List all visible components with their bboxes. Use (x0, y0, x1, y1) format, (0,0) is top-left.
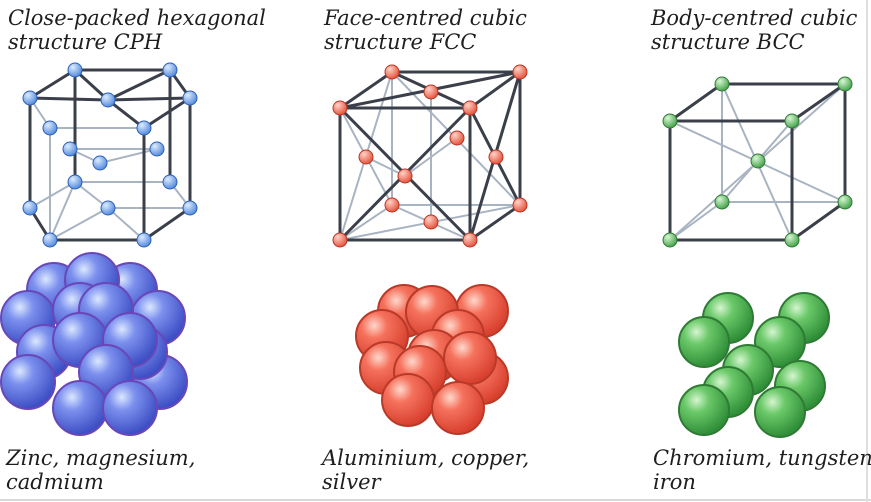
fcc-atom (384, 64, 400, 80)
cph-atom (100, 92, 116, 108)
fcc-lattice (332, 64, 528, 248)
cph-atom (92, 155, 108, 171)
bcc-atom (837, 194, 853, 210)
cph-atom (42, 232, 58, 248)
bcc-lattice (662, 76, 853, 248)
fcc-atom (512, 64, 528, 80)
fcc-atom (358, 149, 374, 165)
bcc-atom (714, 76, 730, 92)
fcc-sphere-packing (355, 284, 509, 435)
fcc-atom (332, 100, 348, 116)
bcc-atom (662, 232, 678, 248)
fcc-metals: Aluminium, copper, silver (322, 446, 530, 494)
fcc-atom (512, 197, 528, 213)
cph-atom (67, 174, 83, 190)
cph-atom (100, 200, 116, 216)
bcc-atom (784, 113, 800, 129)
bcc-atom (750, 153, 766, 169)
bottom-edge-line (0, 499, 871, 501)
cph-atom (149, 141, 165, 157)
fcc-atom (488, 149, 504, 165)
cph-atom (22, 90, 38, 106)
fcc-atom (449, 130, 465, 146)
bcc-metals: Chromium, tungsten, iron (653, 446, 871, 494)
cph-atom (22, 200, 38, 216)
cph-metals: Zinc, magnesium, cadmium (6, 446, 196, 494)
bcc-atom (662, 113, 678, 129)
cph-atom (162, 62, 178, 78)
cph-atom (42, 120, 58, 136)
cph-atom (182, 200, 198, 216)
cph-lattice (22, 62, 198, 248)
right-edge-line (866, 0, 868, 502)
bcc-atom (784, 232, 800, 248)
bcc-atom (714, 194, 730, 210)
fcc-title: Face-centred cubic structure FCC (324, 6, 527, 54)
cph-atom (182, 90, 198, 106)
fcc-atom (462, 100, 478, 116)
fcc-atom (397, 168, 413, 184)
cph-sphere-packing (0, 252, 188, 436)
cph-title: Close-packed hexagonal structure CPH (8, 6, 266, 54)
fcc-atom (462, 232, 478, 248)
bcc-title: Body-centred cubic structure BCC (651, 6, 858, 54)
bcc-sphere-packing (678, 292, 830, 438)
cph-atom (62, 141, 78, 157)
fcc-atom (384, 197, 400, 213)
cph-atom (162, 174, 178, 190)
cph-atom (136, 120, 152, 136)
fcc-atom (423, 84, 439, 100)
cph-atom (67, 62, 83, 78)
fcc-atom (423, 214, 439, 230)
bcc-atom (837, 76, 853, 92)
cph-atom (136, 232, 152, 248)
fcc-atom (332, 232, 348, 248)
